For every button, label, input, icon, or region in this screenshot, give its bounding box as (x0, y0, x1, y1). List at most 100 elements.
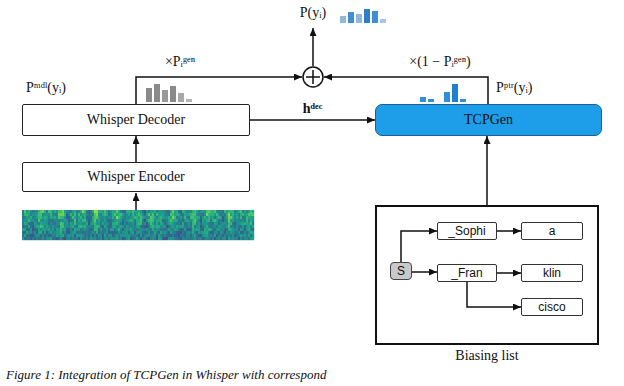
spectrogram-cell (44, 237, 46, 240)
spectrogram-cell (152, 237, 154, 240)
spectrogram-cell (134, 228, 136, 231)
spectrogram-cell (158, 222, 160, 225)
spectrogram-cell (174, 222, 176, 225)
spectrogram-cell (96, 234, 98, 237)
spectrogram-cell (202, 222, 204, 225)
spectrogram-cell (38, 219, 40, 222)
spectrogram-cell (62, 216, 64, 219)
spectrogram-cell (62, 210, 64, 213)
spectrogram-cell (104, 213, 106, 216)
spectrogram-cell (248, 225, 250, 228)
spectrogram-cell (220, 234, 222, 237)
spectrogram-cell (88, 216, 90, 219)
spectrogram-cell (22, 234, 24, 237)
bar (356, 14, 362, 23)
spectrogram-cell (40, 210, 42, 213)
spectrogram-cell (242, 234, 244, 237)
spectrogram-cell (124, 225, 126, 228)
spectrogram-cell (244, 228, 246, 231)
spectrogram-cell (236, 231, 238, 234)
spectrogram-cell (248, 216, 250, 219)
spectrogram-cell (172, 234, 174, 237)
spectrogram-cell (60, 231, 62, 234)
spectrogram-cell (232, 237, 234, 240)
spectrogram-cell (88, 237, 90, 240)
spectrogram-cell (72, 219, 74, 222)
spectrogram-cell (112, 210, 114, 213)
spectrogram-cell (82, 234, 84, 237)
spectrogram-cell (112, 213, 114, 216)
spectrogram-cell (82, 219, 84, 222)
spectrogram-cell (182, 219, 184, 222)
spectrogram-cell (34, 216, 36, 219)
spectrogram-cell (124, 222, 126, 225)
spectrogram-cell (28, 219, 30, 222)
spectrogram-cell (98, 228, 100, 231)
spectrogram-cell (198, 222, 200, 225)
spectrogram-cell (106, 237, 108, 240)
node-label: cisco (538, 300, 565, 314)
spectrogram-cell (238, 225, 240, 228)
spectrogram-cell (40, 225, 42, 228)
spectrogram-cell (128, 228, 130, 231)
spectrogram-cell (88, 225, 90, 228)
spectrogram-cell (120, 234, 122, 237)
spectrogram-cell (114, 225, 116, 228)
spectrogram-cell (42, 210, 44, 213)
spectrogram-cell (116, 234, 118, 237)
spectrogram-cell (94, 213, 96, 216)
spectrogram-cell (86, 213, 88, 216)
spectrogram-cell (178, 237, 180, 240)
spectrogram-cell (68, 234, 70, 237)
spectrogram-cell (52, 222, 54, 225)
spectrogram-cell (198, 219, 200, 222)
spectrogram-cell (86, 216, 88, 219)
bar (460, 99, 466, 102)
spectrogram-cell (68, 213, 70, 216)
spectrogram-cell (36, 234, 38, 237)
spectrogram-cell (24, 225, 26, 228)
spectrogram-cell (24, 213, 26, 216)
spectrogram-cell (218, 231, 220, 234)
spectrogram-cell (186, 222, 188, 225)
spectrogram-cell (146, 225, 148, 228)
spectrogram-cell (156, 219, 158, 222)
spectrogram-cell (222, 237, 224, 240)
spectrogram-cell (92, 234, 94, 237)
spectrogram-cell (172, 216, 174, 219)
spectrogram-cell (224, 219, 226, 222)
spectrogram-cell (106, 234, 108, 237)
spectrogram-cell (208, 228, 210, 231)
spectrogram-cell (230, 234, 232, 237)
spectrogram-cell (122, 225, 124, 228)
distribution-icon (340, 9, 386, 23)
spectrogram-cell (26, 222, 28, 225)
spectrogram-cell (32, 237, 34, 240)
spectrogram-cell (76, 228, 78, 231)
spectrogram-cell (132, 228, 134, 231)
spectrogram-cell (228, 213, 230, 216)
spectrogram-cell (76, 216, 78, 219)
distribution-icon (146, 84, 192, 102)
spectrogram-cell (214, 234, 216, 237)
spectrogram-cell (42, 222, 44, 225)
spectrogram-cell (118, 216, 120, 219)
spectrogram-cell (72, 231, 74, 234)
spectrogram-cell (96, 216, 98, 219)
spectrogram-cell (174, 225, 176, 228)
spectrogram-cell (78, 222, 80, 225)
spectrogram-cell (196, 210, 198, 213)
spectrogram-cell (142, 234, 144, 237)
spectrogram-cell (174, 237, 176, 240)
spectrogram-cell (166, 228, 168, 231)
spectrogram-cell (70, 234, 72, 237)
spectrogram-cell (92, 231, 94, 234)
spectrogram-cell (126, 210, 128, 213)
spectrogram-cell (108, 237, 110, 240)
spectrogram-cell (200, 228, 202, 231)
spectrogram-cell (130, 213, 132, 216)
spectrogram-cell (64, 213, 66, 216)
spectrogram-cell (64, 222, 66, 225)
spectrogram-cell (208, 210, 210, 213)
spectrogram-cell (92, 219, 94, 222)
